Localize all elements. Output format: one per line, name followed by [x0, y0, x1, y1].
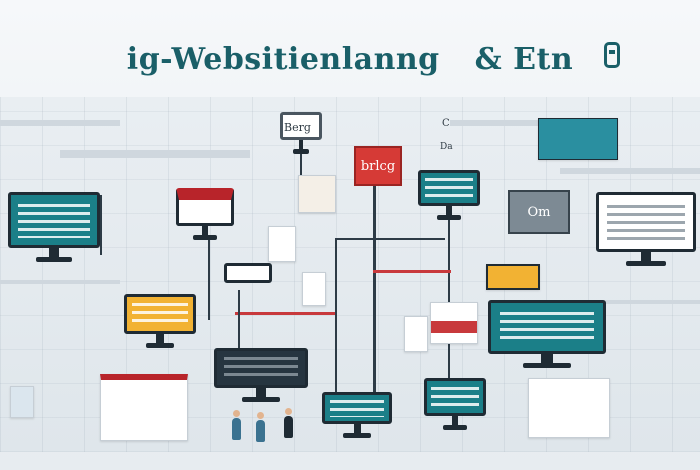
red-tabs-card: [430, 302, 478, 344]
blog-label: brlcg: [360, 158, 396, 174]
person-figure: [232, 410, 241, 440]
banner-card: [538, 118, 618, 160]
file-card: [10, 386, 34, 418]
connector-line: [238, 290, 240, 350]
monitor-bottom-right: [424, 378, 486, 430]
doc-card: [298, 175, 336, 213]
laptop-card: [528, 378, 610, 438]
marker-c: C: [442, 118, 450, 129]
person-figure: [256, 412, 265, 442]
orange-card: [486, 264, 540, 290]
connector-line: [373, 270, 451, 273]
om-label: Om: [527, 204, 551, 220]
connector-line: [373, 185, 376, 395]
marker-d: Da: [440, 142, 453, 152]
connector-line: [448, 218, 450, 378]
monitor-chart: [176, 188, 234, 240]
decor-stripe: [560, 168, 700, 174]
connector-line: [100, 195, 102, 255]
report-card: [100, 374, 188, 441]
decor-stripe: [0, 280, 120, 284]
monitor-small: [224, 263, 272, 297]
berg-label: Berg: [284, 121, 311, 134]
om-box: Om: [508, 190, 570, 234]
monitor-large-teal: [488, 300, 606, 368]
monitor-orange: [124, 294, 196, 348]
title-tail: & Etn: [474, 42, 574, 77]
monitor-bottom-center: [214, 348, 308, 402]
mini-card: [268, 226, 296, 262]
mini-card: [302, 272, 326, 306]
connector-line: [208, 240, 210, 320]
decor-stripe: [60, 150, 250, 158]
connector-line: [335, 238, 337, 393]
monitor-left: [8, 192, 100, 262]
person-figure: [284, 408, 293, 438]
connector-line: [335, 238, 445, 240]
blog-box: brlcg: [354, 146, 402, 186]
monitor-bottom-teal: [322, 392, 392, 438]
page-title: ig-Websitienlanng & Etn: [0, 42, 700, 77]
connector-line: [300, 150, 302, 180]
title-main: ig-Websitienlanng: [126, 42, 440, 77]
decor-stripe: [450, 120, 560, 126]
device-icon: [604, 42, 620, 68]
monitor-right: [596, 192, 696, 266]
decor-stripe: [590, 300, 700, 304]
decor-stripe: [0, 120, 120, 126]
monitor-berg: Berg: [280, 112, 322, 154]
phone-card: [404, 316, 428, 352]
connector-line: [235, 312, 335, 315]
monitor-center: [418, 170, 480, 220]
